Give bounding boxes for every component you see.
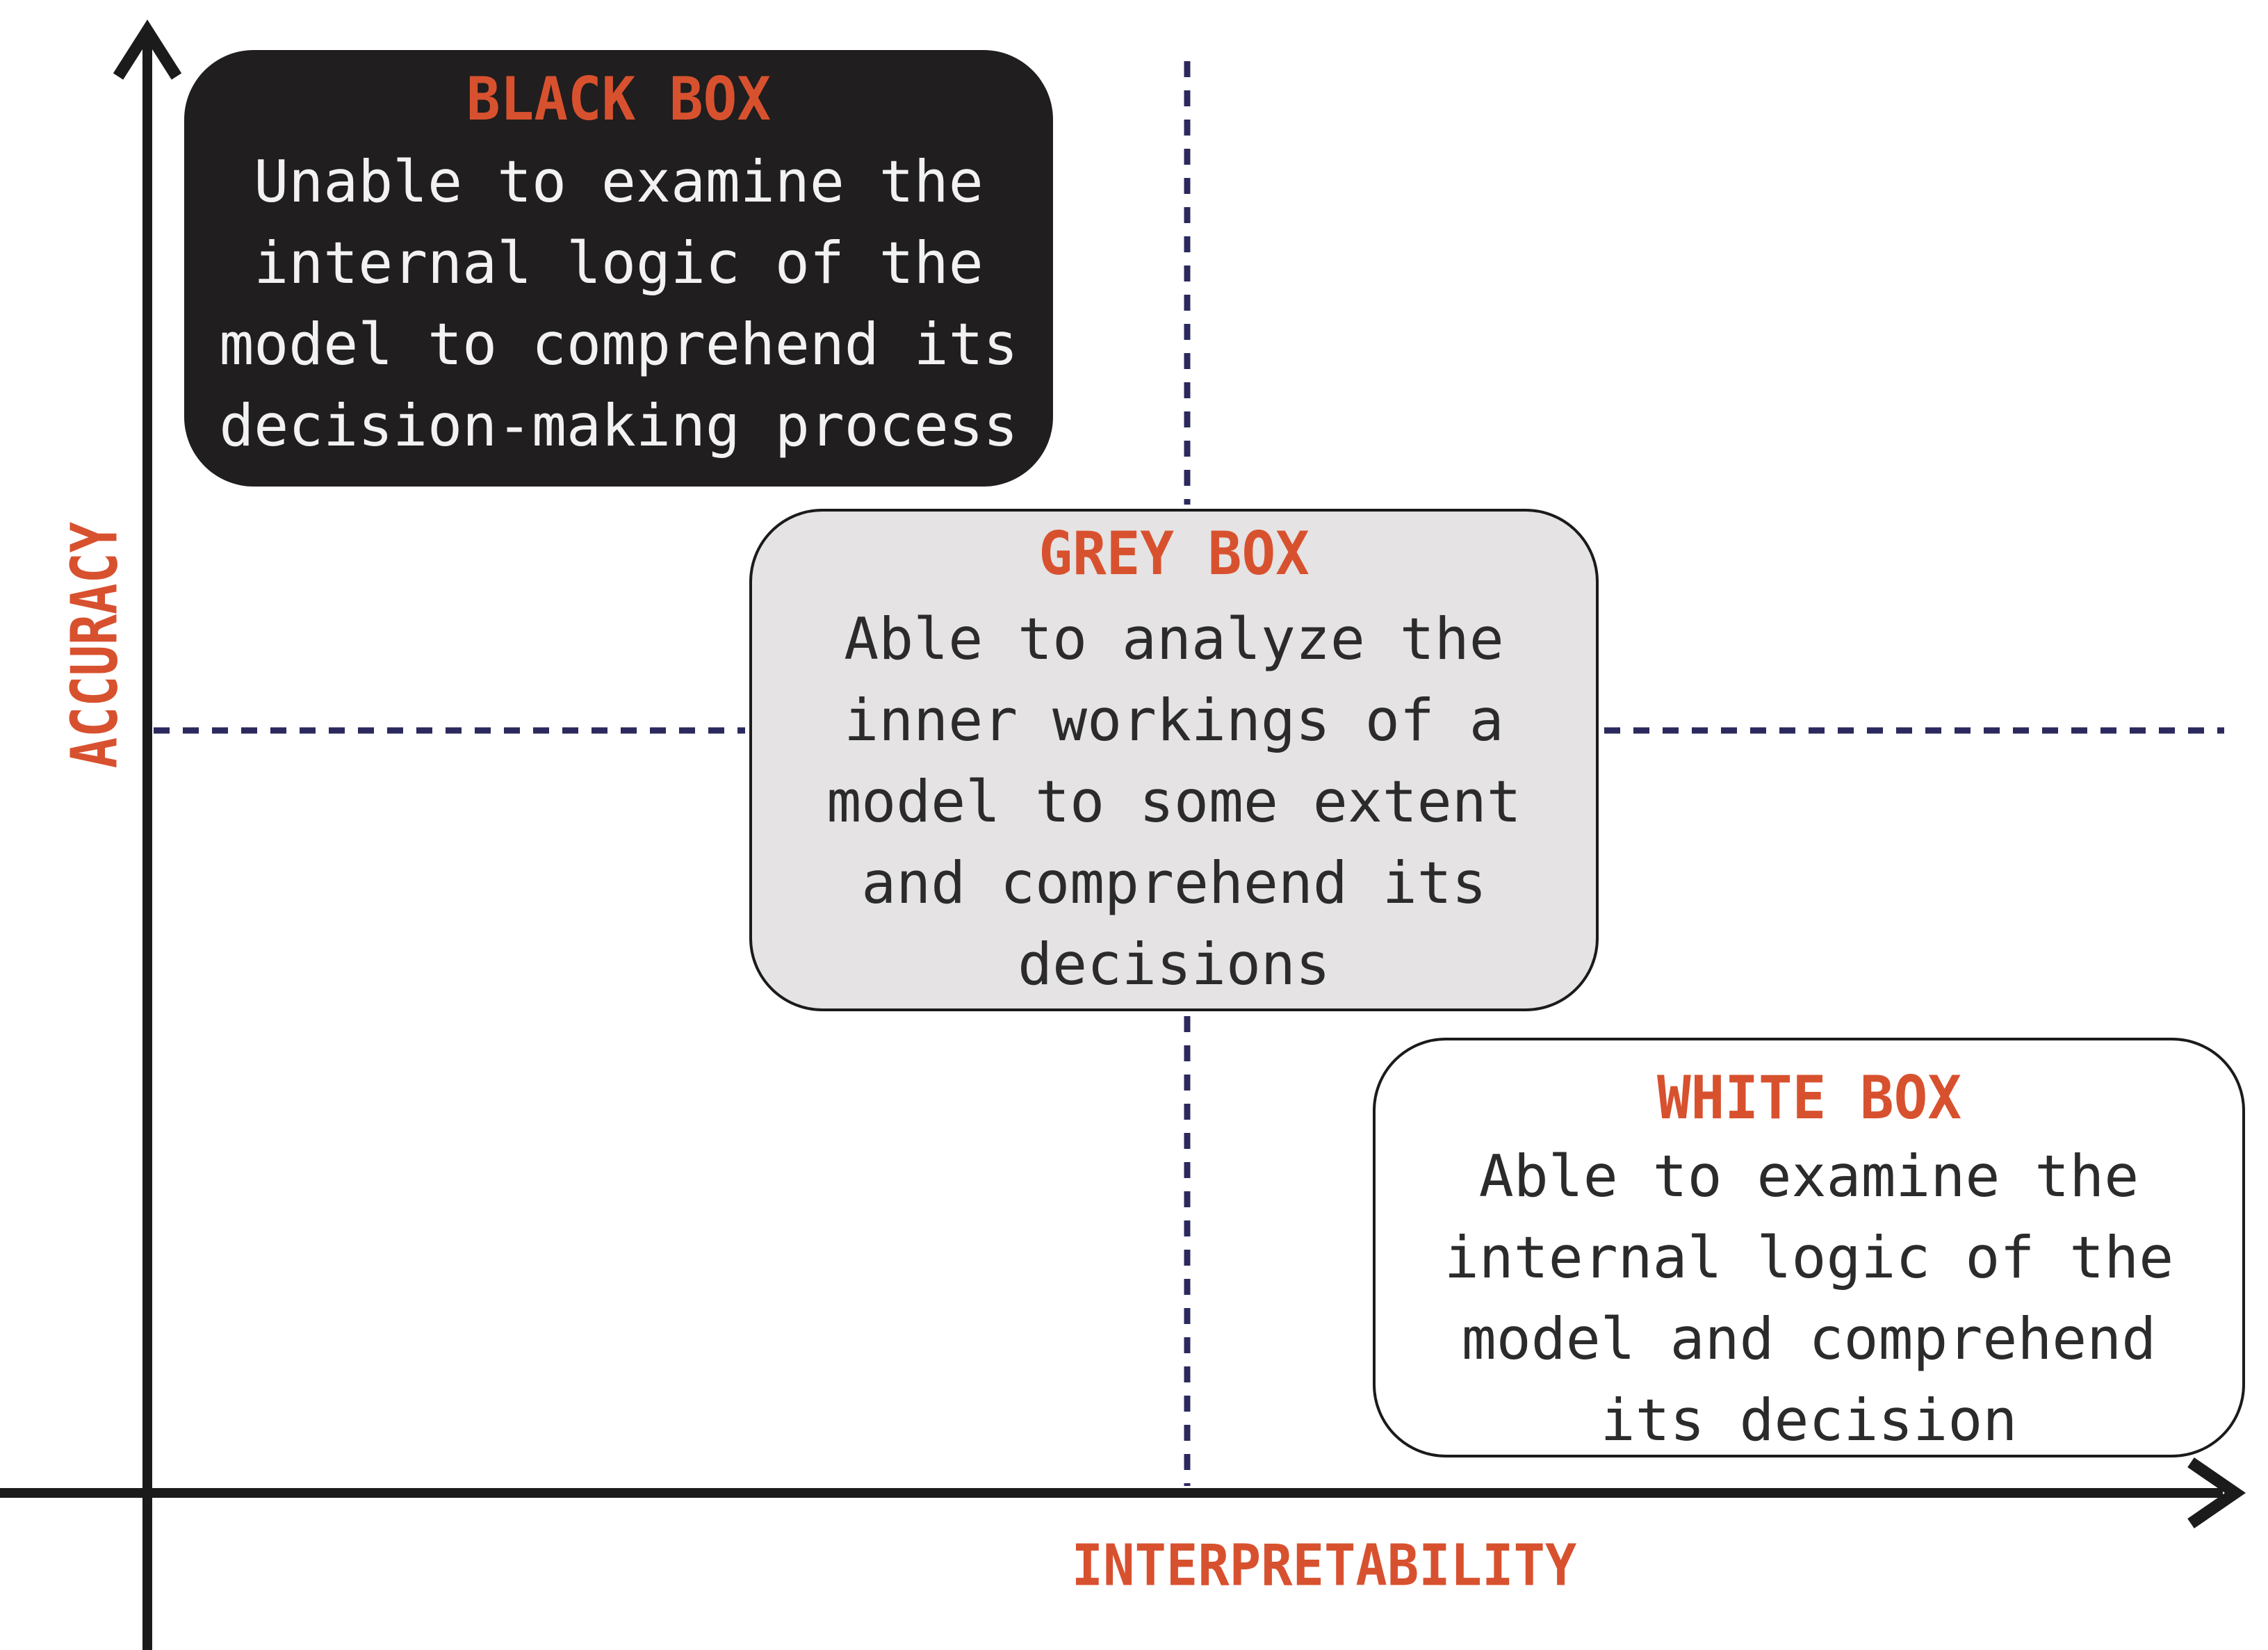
white-box-title: WHITE BOX bbox=[1656, 1063, 1961, 1133]
white-box-description: Able to examine the internal logic of th… bbox=[1444, 1143, 2174, 1454]
grey-box-card: GREY BOX Able to analyze the inner worki… bbox=[749, 509, 1599, 1011]
white-box-card: WHITE BOX Able to examine the internal l… bbox=[1373, 1038, 2245, 1457]
accuracy-axis-label: ACCURACY bbox=[57, 521, 132, 769]
x-axis-arrowhead-icon bbox=[2187, 1457, 2246, 1529]
interpretability-axis-label: INTERPRETABILITY bbox=[1071, 1533, 1577, 1599]
black-box-description: Unable to examine the internal logic of … bbox=[219, 148, 1018, 459]
grey-box-title: GREY BOX bbox=[1038, 519, 1310, 589]
grey-box-description: Able to analyze the inner workings of a … bbox=[826, 605, 1521, 998]
y-axis-arrowhead-icon bbox=[113, 19, 182, 80]
black-box-card: BLACK BOX Unable to examine the internal… bbox=[184, 50, 1053, 487]
black-box-title: BLACK BOX bbox=[466, 65, 772, 134]
